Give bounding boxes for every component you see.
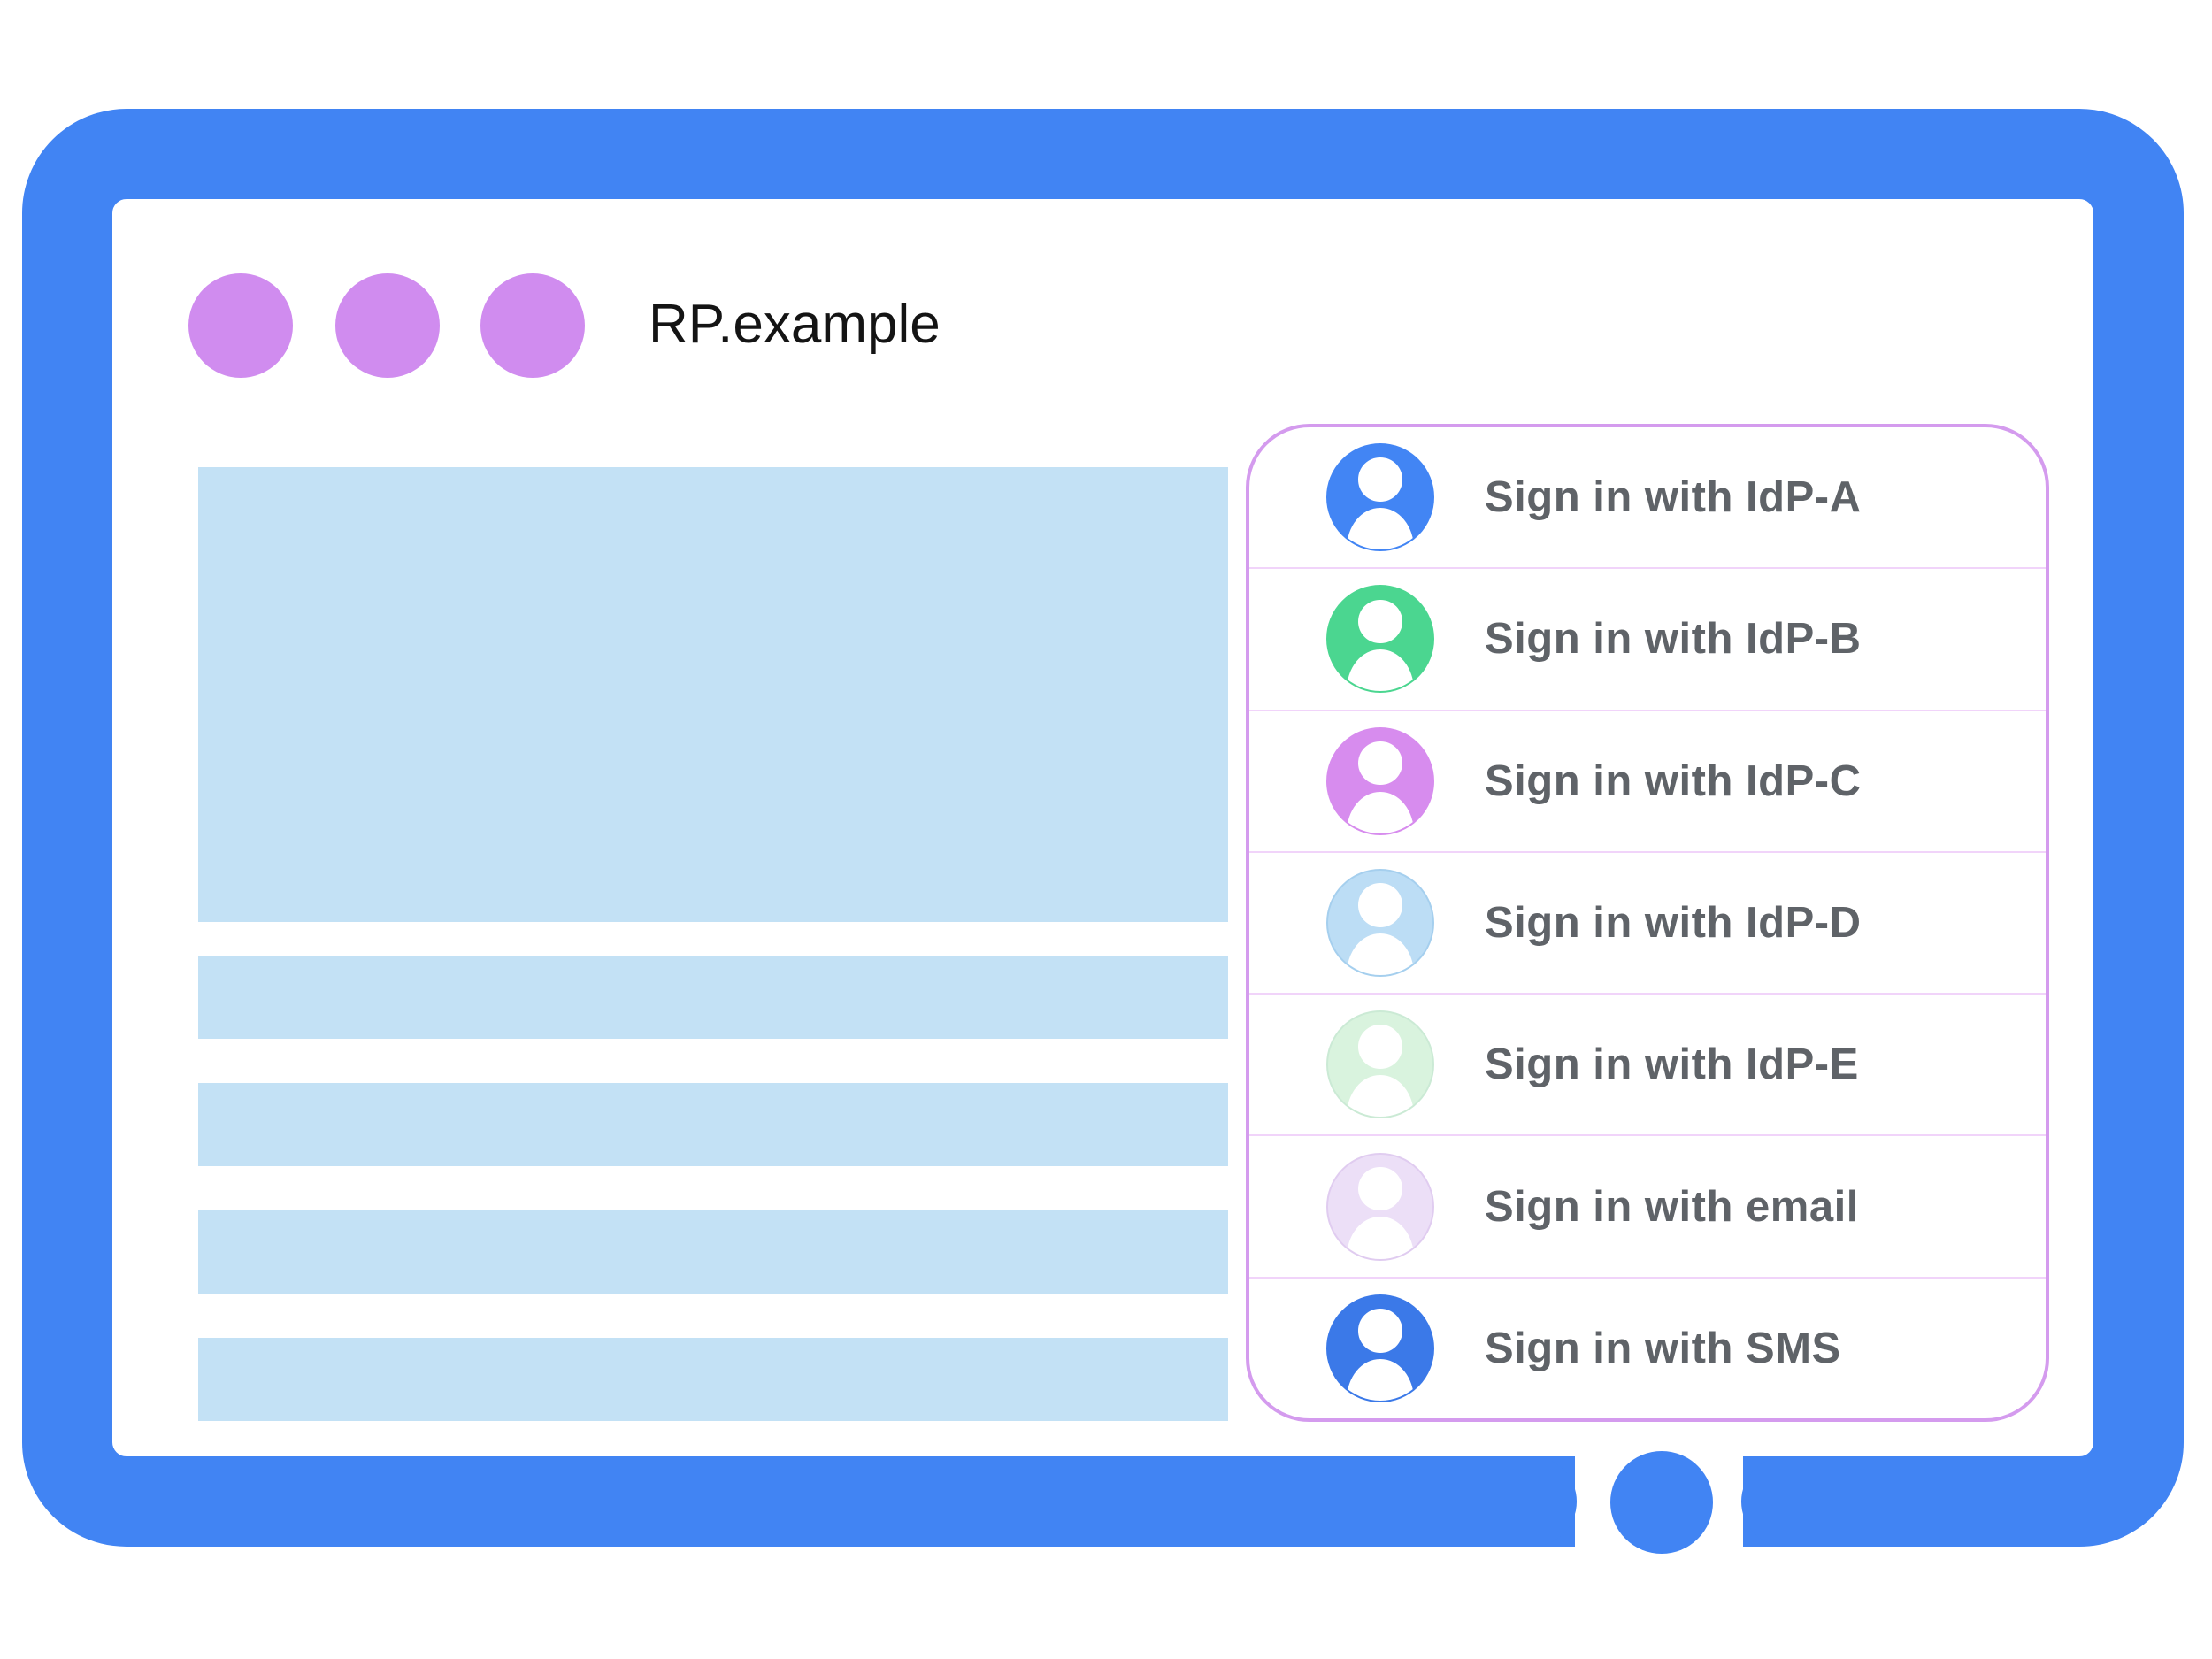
signin-option-label: Sign in with IdP-C xyxy=(1485,757,1862,805)
home-button[interactable] xyxy=(1610,1451,1713,1554)
signin-option-idp-a[interactable]: Sign in with IdP-A xyxy=(1249,427,2046,567)
avatar-icon xyxy=(1326,1010,1434,1119)
avatar-icon xyxy=(1326,1294,1434,1402)
person-icon xyxy=(1358,1166,1402,1211)
person-icon xyxy=(1358,457,1402,502)
avatar-icon xyxy=(1326,1152,1434,1261)
frame-bottom-bar-left-cap xyxy=(1494,1456,1577,1547)
signin-option-idp-b[interactable]: Sign in with IdP-B xyxy=(1249,567,2046,709)
signin-option-label: Sign in with SMS xyxy=(1485,1324,1841,1372)
signin-option-label: Sign in with IdP-B xyxy=(1485,615,1862,664)
person-icon xyxy=(1347,649,1414,692)
frame-bottom-bar-right-cap xyxy=(1741,1456,1824,1547)
window-control-dot[interactable] xyxy=(335,273,440,378)
person-icon xyxy=(1358,599,1402,644)
signin-option-label: Sign in with email xyxy=(1485,1182,1859,1231)
content-placeholder-hero xyxy=(198,467,1228,922)
person-icon xyxy=(1347,1358,1414,1401)
person-icon xyxy=(1358,741,1402,786)
signin-option-idp-d[interactable]: Sign in with IdP-D xyxy=(1249,850,2046,993)
signin-panel: Sign in with IdP-A Sign in with IdP-B Si… xyxy=(1246,424,2049,1422)
signin-option-sms[interactable]: Sign in with SMS xyxy=(1249,1276,2046,1418)
person-icon xyxy=(1347,1217,1414,1259)
signin-option-idp-e[interactable]: Sign in with IdP-E xyxy=(1249,993,2046,1134)
signin-option-label: Sign in with IdP-A xyxy=(1485,473,1862,522)
signin-option-email[interactable]: Sign in with email xyxy=(1249,1134,2046,1276)
avatar-icon xyxy=(1326,868,1434,977)
content-placeholder-line-2 xyxy=(198,1083,1228,1166)
avatar-icon xyxy=(1326,726,1434,835)
page-title: RP.example xyxy=(649,294,941,355)
person-icon xyxy=(1347,507,1414,550)
signin-option-label: Sign in with IdP-D xyxy=(1485,898,1862,947)
signin-option-idp-c[interactable]: Sign in with IdP-C xyxy=(1249,709,2046,851)
signin-option-label: Sign in with IdP-E xyxy=(1485,1041,1859,1089)
content-placeholder-line-1 xyxy=(198,956,1228,1039)
avatar-icon xyxy=(1326,443,1434,552)
person-icon xyxy=(1358,883,1402,927)
person-icon xyxy=(1358,1025,1402,1069)
window-control-dot[interactable] xyxy=(188,273,293,378)
content-placeholder-line-4 xyxy=(198,1338,1228,1421)
window-control-dot[interactable] xyxy=(480,273,585,378)
person-icon xyxy=(1347,933,1414,975)
person-icon xyxy=(1358,1308,1402,1353)
person-icon xyxy=(1347,1075,1414,1118)
avatar-icon xyxy=(1326,585,1434,694)
person-icon xyxy=(1347,791,1414,833)
content-placeholder-line-3 xyxy=(198,1210,1228,1294)
